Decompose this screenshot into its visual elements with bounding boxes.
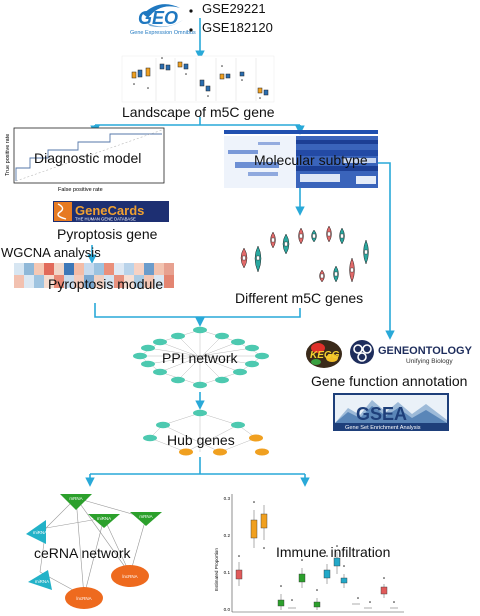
different-m5c-genes-label: Different m5C genes <box>235 290 364 306</box>
immune-tick-3: 0.1 <box>224 570 231 575</box>
cerna-node-mrna-1 <box>60 494 92 510</box>
kegg-logo: KEGG <box>306 340 342 368</box>
geo-logo: GEO Gene Expression Omnibus <box>130 4 196 36</box>
different-genes-violin-plot <box>240 225 369 283</box>
wgcna-analysis-label: WGCNA analysis <box>1 245 101 260</box>
cerna-network-graph: mRNA miRNA miRNA mRNA lncRNA lncRNA miRN… <box>26 494 162 609</box>
gene-ontology-logo: GENEONTOLOGY Unifying Biology <box>350 340 473 365</box>
dataset-gse29221: GSE29221 <box>202 1 266 16</box>
pyroptosis-gene-label: Pyroptosis gene <box>57 226 158 242</box>
molecular-subtype-label: Molecular subtype <box>254 152 368 168</box>
arrow-hub-split <box>90 457 305 475</box>
hub-genes-label: Hub genes <box>167 432 235 448</box>
pyroptosis-module-heatmap <box>14 263 174 288</box>
cerna-node-label-2: miRNA <box>33 530 47 535</box>
cerna-node-lncrna-2 <box>65 587 103 609</box>
landscape-label: Landscape of m5C gene <box>122 104 275 120</box>
gsea-logo-subtitle: Gene Set Enrichment Analysis <box>345 425 421 431</box>
cerna-node-mirna-3 <box>28 570 52 590</box>
kegg-logo-text: KEGG <box>310 350 340 361</box>
roc-curve-thumbnail: True positive rate False positive rate <box>5 127 165 193</box>
cerna-node-mirna-2 <box>88 514 120 528</box>
roc-y-axis-label: True positive rate <box>5 134 11 176</box>
cerna-node-mirna-1 <box>26 520 46 544</box>
roc-x-axis-label: False positive rate <box>58 187 103 193</box>
immune-infiltration-boxplot: Estimated Proportion 0.3 0.2 0.1 0.0 <box>214 494 404 613</box>
hub-genes-graph <box>143 409 269 456</box>
genecards-logo-text: GeneCards <box>75 203 144 218</box>
ppi-network-graph <box>133 326 269 389</box>
go-logo-text: GENEONTOLOGY <box>378 345 473 357</box>
dataset-bullet-1 <box>189 9 193 13</box>
cerna-node-mrna-2 <box>130 512 162 526</box>
go-logo-subtitle: Unifying Biology <box>406 358 453 365</box>
arrow-landscape-split <box>95 117 300 126</box>
gene-function-annotation-label: Gene function annotation <box>311 373 468 389</box>
immune-y-axis-label: Estimated Proportion <box>214 548 219 591</box>
cerna-node-label-5: lncRNA <box>122 574 137 579</box>
cerna-network-label: ceRNA network <box>34 545 131 561</box>
ppi-network-label: PPI network <box>162 350 238 366</box>
immune-infiltration-label: Immune infiltration <box>276 544 391 560</box>
arrow-merge-to-ppi <box>94 303 301 325</box>
cerna-node-label-7: miRNA <box>35 579 49 584</box>
cerna-node-label-4: mRNA <box>139 514 152 519</box>
genecards-logo-subtitle: THE HUMAN GENE DATABASE <box>75 217 136 222</box>
molecular-subtype-heatmap <box>224 130 378 188</box>
cerna-node-label-6: lncRNA <box>76 596 91 601</box>
cerna-node-label-1: mRNA <box>69 496 82 501</box>
cerna-node-label-3: miRNA <box>97 516 111 521</box>
cerna-node-lncrna-1 <box>111 565 149 587</box>
geo-logo-text: GEO <box>138 8 178 28</box>
dataset-bullet-2 <box>189 28 193 32</box>
landscape-boxplot-thumbnail <box>121 55 275 103</box>
diagnostic-model-label: Diagnostic model <box>34 150 142 166</box>
immune-tick-4: 0.0 <box>224 607 231 612</box>
genecards-logo: GeneCards THE HUMAN GENE DATABASE <box>53 201 169 222</box>
immune-tick-2: 0.2 <box>224 533 231 538</box>
immune-tick-1: 0.3 <box>224 496 231 501</box>
dataset-gse182120: GSE182120 <box>202 20 273 35</box>
flow-connectors <box>85 18 395 487</box>
gsea-logo-text: GSEA <box>356 404 407 424</box>
gsea-logo: GSEA Gene Set Enrichment Analysis <box>333 393 449 431</box>
geo-logo-subtitle: Gene Expression Omnibus <box>130 30 196 36</box>
pyroptosis-module-label: Pyroptosis module <box>48 276 164 292</box>
